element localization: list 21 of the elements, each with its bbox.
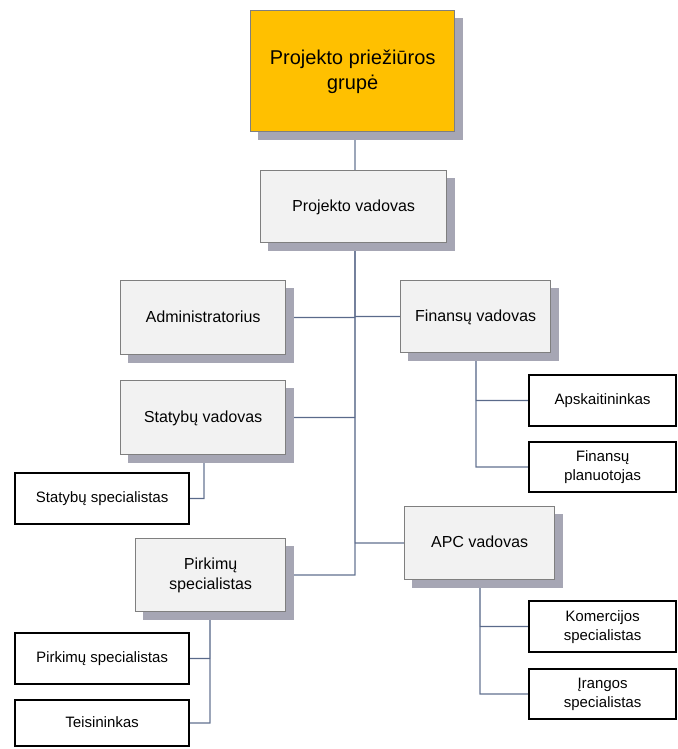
role-label: Komercijos specialistas	[562, 608, 642, 646]
role-label: Pirkimų specialistas	[168, 555, 253, 595]
role-label: Teisininkas	[65, 714, 139, 732]
role-label: Apskaitininkas	[554, 391, 650, 410]
role-label: Pirkimų specialistas	[36, 649, 168, 668]
role-box	[14, 472, 190, 525]
role-box	[528, 374, 677, 427]
role-box	[14, 632, 190, 685]
role-label: Statybų vadovas	[144, 408, 262, 428]
role-box	[528, 441, 677, 493]
role-label: Administratorius	[146, 308, 260, 328]
role-label: Įrangos specialistas	[562, 675, 642, 713]
role-box	[528, 600, 677, 653]
role-label: Projekto vadovas	[292, 196, 415, 216]
role-label: Finansų vadovas	[415, 306, 536, 326]
role-label: Finansų planuotojas	[563, 448, 642, 486]
role-label: Projekto priežiūros grupė	[268, 46, 436, 96]
role-box	[14, 699, 190, 747]
role-label: APC vadovas	[431, 533, 528, 553]
role-label: Statybų specialistas	[36, 489, 168, 508]
role-box	[528, 668, 677, 720]
